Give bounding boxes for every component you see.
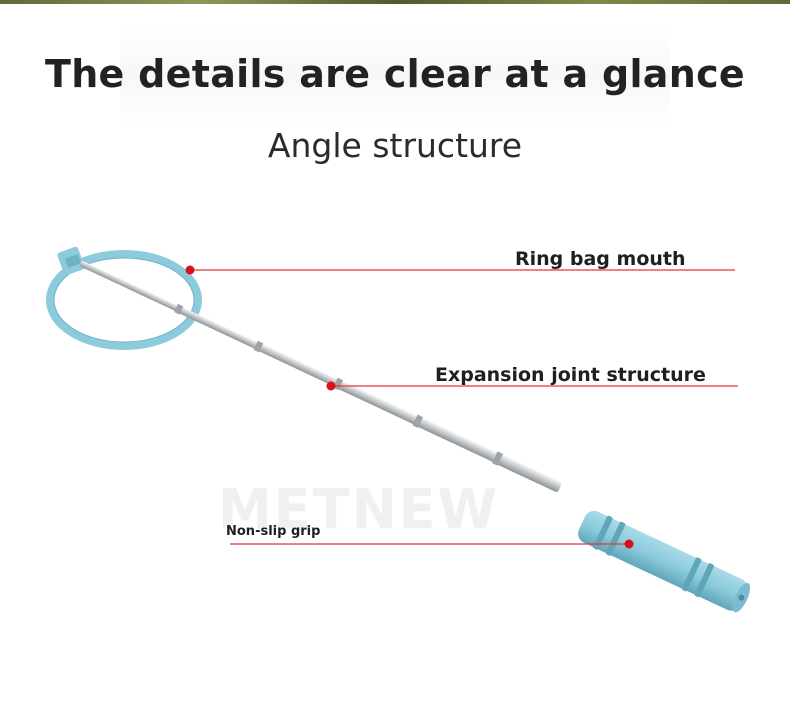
- title-background-band: [120, 28, 670, 124]
- label-ring-bag-mouth: Ring bag mouth: [515, 248, 686, 270]
- callout-joint: [326, 381, 738, 391]
- label-non-slip-grip: Non-slip grip: [226, 524, 321, 539]
- label-expansion-joint: Expansion joint structure: [435, 364, 706, 386]
- callout-ring: [185, 265, 735, 275]
- callout-grip: [230, 539, 634, 549]
- ring-bag-mouth: [46, 246, 202, 350]
- page-title: The details are clear at a glance: [44, 52, 745, 96]
- top-decor-strip: [0, 0, 790, 4]
- non-slip-grip: [578, 510, 751, 613]
- telescopic-rod: [79, 261, 562, 492]
- page-subtitle: Angle structure: [267, 126, 523, 165]
- brand-watermark: METNEW: [218, 478, 500, 541]
